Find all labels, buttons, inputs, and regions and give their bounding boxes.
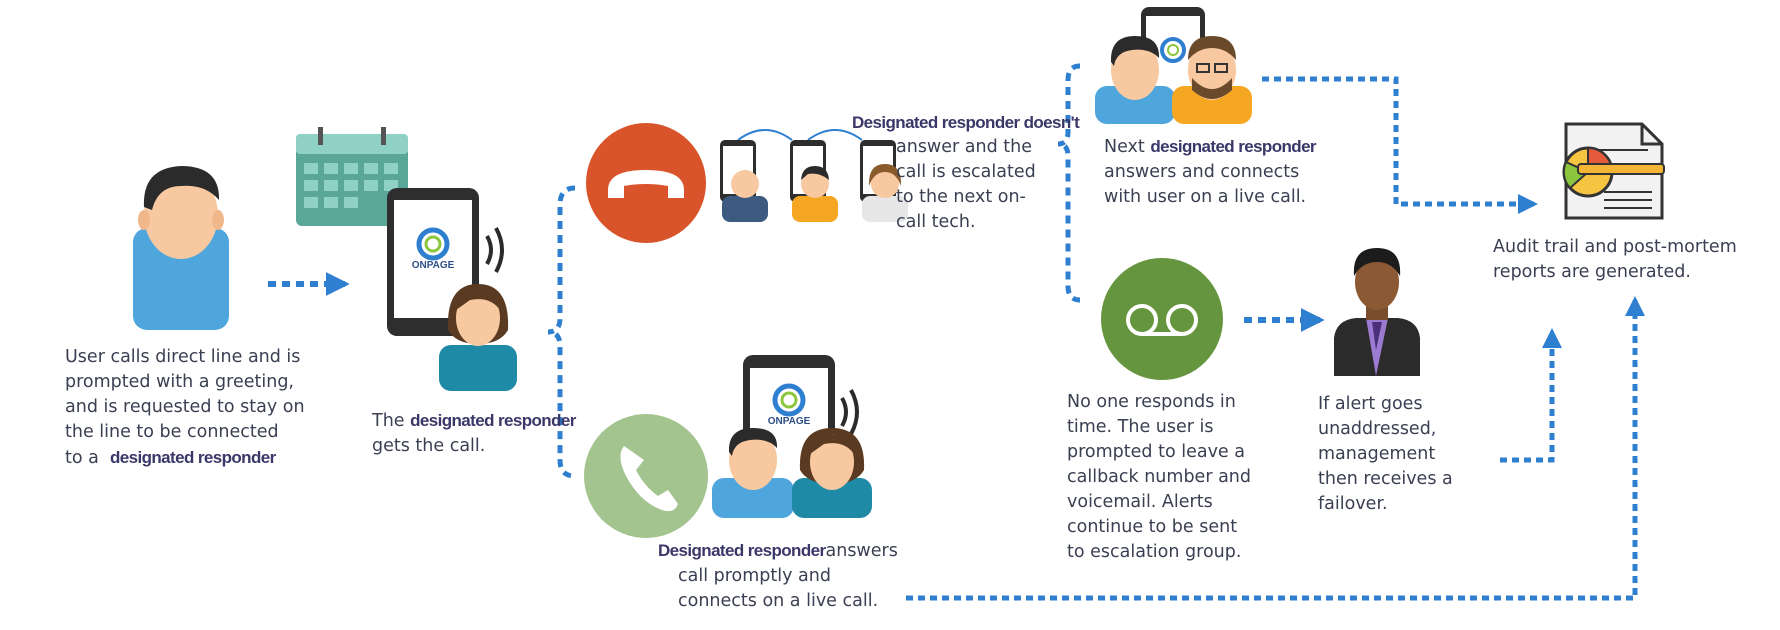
caption-next-prefix: Next	[1104, 137, 1151, 157]
user-caller-icon	[133, 166, 229, 330]
caption-next-highlight: designated responder	[1150, 137, 1316, 156]
caption-answers-highlight: Designated responder	[658, 541, 826, 560]
caption-user-line-3: and is requested to stay on	[65, 397, 305, 417]
caption-responder-prefix: The	[372, 411, 411, 431]
caption-next-responder: Next designated responder answers and co…	[1104, 134, 1317, 210]
caption-mgmt-line-4: then receives a	[1318, 469, 1453, 489]
arrow-next-to-audit	[1262, 76, 1538, 214]
caption-user-line-2: prompted with a greeting,	[65, 372, 294, 392]
caption-no-answer-line-2: call is escalated	[896, 162, 1036, 182]
caption-no-one-responds: No one responds in time. The user is pro…	[1067, 390, 1251, 565]
onpage-logo-text-2: ONPAGE	[768, 416, 811, 427]
caption-mgmt-line-3: management	[1318, 444, 1436, 464]
caption-answers-suffix: answers	[825, 541, 898, 561]
caption-mgmt-line-1: If alert goes	[1318, 394, 1423, 414]
accepted-call-icon	[584, 414, 708, 538]
caption-user-calls: User calls direct line and is prompted w…	[65, 345, 305, 471]
caption-noone-line-2: time. The user is	[1067, 417, 1214, 437]
audit-report-icon	[1562, 122, 1665, 220]
caption-next-line-2: answers and connects	[1104, 162, 1300, 182]
caption-user-line-4: the line to be connected	[65, 422, 279, 442]
caption-answers-line-2: call promptly and	[678, 566, 831, 586]
caption-noone-line-1: No one responds in	[1067, 392, 1236, 412]
caption-noone-line-7: to escalation group.	[1067, 542, 1242, 562]
next-responders-icon	[1095, 7, 1252, 124]
caption-management-failover: If alert goes unaddressed, management th…	[1318, 392, 1453, 517]
caption-noone-line-3: prompted to leave a	[1067, 442, 1245, 462]
caption-noone-line-6: continue to be sent	[1067, 517, 1238, 537]
manager-icon	[1334, 248, 1420, 376]
caption-responder-gets-call: The designated responder gets the call.	[372, 408, 576, 459]
caption-responder-line-2: gets the call.	[372, 436, 486, 456]
arrow-answer-to-audit	[906, 296, 1645, 601]
caption-next-line-1: Next designated responder	[1104, 134, 1317, 160]
caption-no-answer: Designated responder doesn't answer and …	[852, 110, 1080, 235]
caption-audit-line-1: Audit trail and post-mortem	[1493, 237, 1737, 257]
caption-user-line-1: User calls direct line and is	[65, 347, 301, 367]
answering-responders-icon: ONPAGE	[712, 355, 872, 518]
caption-no-answer-line-1: answer and the	[896, 137, 1032, 157]
caption-answers-line-3: connects on a live call.	[678, 591, 879, 611]
caption-user-highlight: designated responder	[110, 448, 276, 467]
arrow-management-to-audit	[1500, 328, 1562, 463]
caption-mgmt-line-2: unaddressed,	[1318, 419, 1437, 439]
caption-answers-line-1: Designated responderanswers	[658, 538, 898, 564]
caption-responder-highlight: designated responder	[410, 411, 576, 430]
calendar-icon	[296, 127, 408, 226]
caption-responder-line-1: The designated responder	[372, 408, 576, 434]
caption-noone-line-4: callback number and	[1067, 467, 1252, 487]
voicemail-icon	[1101, 258, 1223, 380]
responder-woman-icon	[439, 284, 517, 391]
caption-next-line-3: with user on a live call.	[1104, 187, 1307, 207]
escalation-bracket	[1057, 63, 1081, 303]
caption-answers-promptly: Designated responderanswers call promptl…	[658, 538, 898, 614]
escalation-chain-icon	[720, 129, 908, 222]
caption-no-answer-line-3: to the next on-	[896, 187, 1026, 207]
declined-call-icon	[586, 123, 706, 243]
caption-audit: Audit trail and post-mortem reports are …	[1493, 235, 1737, 285]
branch-bracket	[547, 185, 576, 479]
caption-user-prefix: to a	[65, 448, 105, 468]
caption-audit-line-2: reports are generated.	[1493, 262, 1691, 282]
caption-mgmt-line-5: failover.	[1318, 494, 1388, 514]
caption-user-line-5: to a designated responder	[65, 445, 305, 471]
caption-no-answer-line-4: call tech.	[896, 212, 976, 232]
caption-no-answer-highlight: Designated responder doesn't	[852, 113, 1080, 132]
onpage-logo-text: ONPAGE	[412, 260, 455, 271]
caption-noone-line-5: voicemail. Alerts	[1067, 492, 1213, 512]
